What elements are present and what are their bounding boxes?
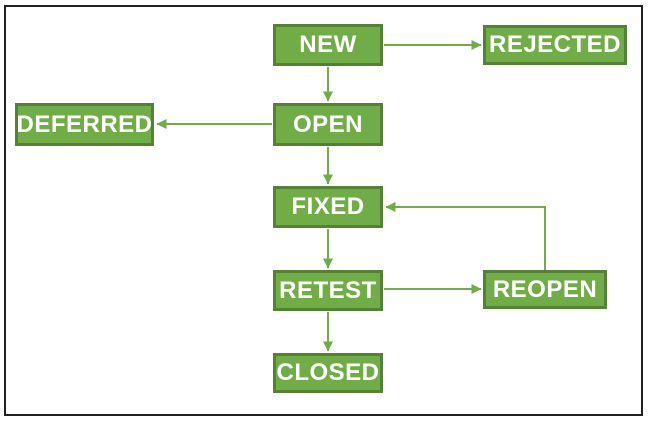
node-open-label: OPEN <box>292 110 363 138</box>
node-fixed-label: FIXED <box>291 193 365 220</box>
node-retest-label: RETEST <box>279 276 377 304</box>
node-open: OPEN <box>273 103 383 146</box>
node-fixed: FIXED <box>273 186 383 228</box>
node-reopen: REOPEN <box>483 270 607 309</box>
node-new-label: NEW <box>299 31 357 58</box>
node-new: NEW <box>273 24 383 66</box>
node-reopen-label: REOPEN <box>492 275 598 303</box>
node-rejected: REJECTED <box>483 25 627 65</box>
node-deferred-label: DEFERRED <box>16 110 153 138</box>
node-closed: CLOSED <box>273 353 383 393</box>
diagram-outer-frame <box>4 5 643 416</box>
node-retest: RETEST <box>273 270 383 311</box>
node-closed-label: CLOSED <box>276 359 380 386</box>
node-deferred: DEFERRED <box>15 103 154 146</box>
node-rejected-label: REJECTED <box>488 31 622 58</box>
